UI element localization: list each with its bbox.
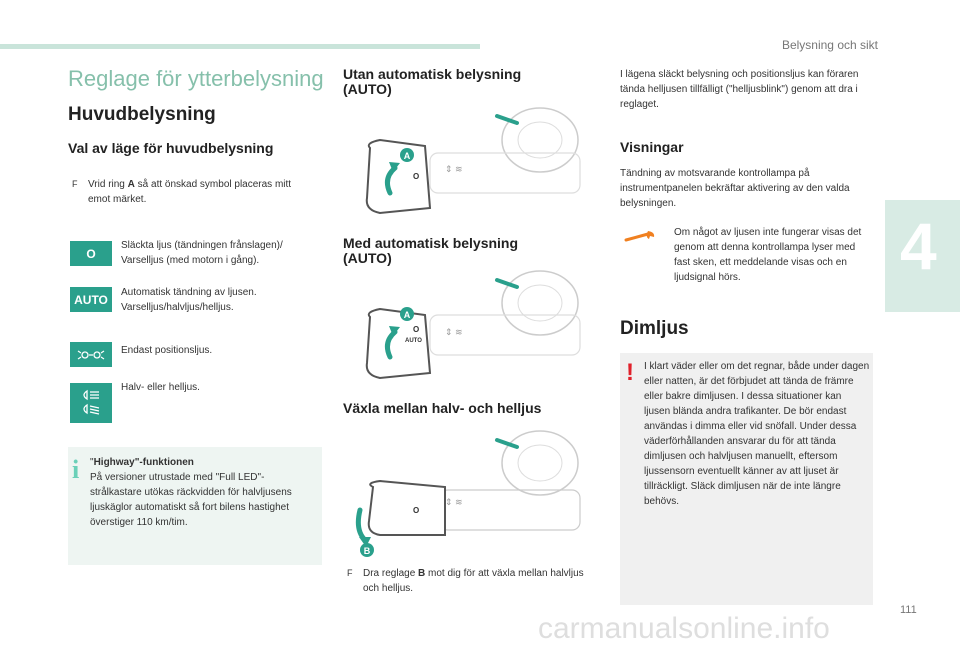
position-lights-icon — [70, 342, 112, 367]
instruction-text-end: så att önskad symbol placeras mitt emot … — [88, 179, 292, 205]
chapter-tab — [885, 200, 960, 312]
off-mode-icon: O — [70, 241, 112, 266]
heading-val-av-lage: Val av läge för huvudbelysning — [68, 140, 274, 156]
wrench-icon — [624, 231, 655, 242]
section-name: Belysning och sikt — [781, 38, 878, 52]
dimljus-paragraph: I klart väder eller om det regnar, både … — [644, 361, 870, 507]
lever-o-label: O — [413, 172, 419, 181]
mode-off-text: Släckta ljus (tändningen frånslagen)/ Va… — [121, 240, 283, 266]
lever-figure-switch: B O ⇕ ≋ — [355, 430, 581, 557]
page-title: Reglage för ytterbelysning — [68, 66, 324, 91]
svg-text:⇕ ≋: ⇕ ≋ — [445, 327, 463, 337]
lever-figure-manual: A O ⇕ ≋ — [365, 107, 581, 215]
switch-instruction: F Dra reglage B mot dig för att växla me… — [347, 566, 592, 596]
label-b: B — [364, 546, 371, 556]
info-icon: i — [72, 455, 80, 484]
switch-text-end: mot dig för att växla mellan halvljus oc… — [363, 568, 584, 594]
svg-text:⇕ ≋: ⇕ ≋ — [445, 497, 463, 507]
mode-position-text: Endast positionsljus. — [121, 345, 213, 356]
warning-paragraph: Om något av ljusen inte fungerar visas d… — [674, 227, 862, 283]
heading-visningar: Visningar — [620, 139, 684, 155]
watermark: carmanualsonline.info — [538, 612, 830, 645]
heading-dimljus: Dimljus — [620, 318, 689, 339]
heading-utan-auto: Utan automatisk belysning (AUTO) — [343, 66, 522, 97]
chapter-number: 4 — [900, 209, 937, 283]
bullet-marker: F — [72, 179, 78, 189]
highway-info-box: i "Highway"-funktionen På versioner utru… — [68, 447, 322, 565]
lever-o-label-2: O — [413, 325, 419, 334]
dimljus-warning-box: ! I klart väder eller om det regnar, båd… — [620, 353, 873, 605]
heading-huvudbelysning: Huvudbelysning — [68, 104, 216, 125]
mode-headlights-text: Halv- eller helljus. — [121, 382, 200, 393]
mode-auto-text: Automatisk tändning av ljusen. Varsellju… — [121, 287, 257, 313]
instruction-ref: A — [127, 179, 135, 190]
bullet-marker-2: F — [347, 568, 353, 578]
headlights-icon — [70, 383, 112, 423]
svg-text:⇕ ≋: ⇕ ≋ — [445, 164, 463, 174]
info-title: "Highway"-funktionen — [90, 457, 194, 468]
auto-mode-icon: AUTO — [70, 287, 112, 312]
exclamation-icon: ! — [626, 359, 634, 386]
label-a: A — [404, 151, 411, 161]
heading-med-auto: Med automatisk belysning (AUTO) — [343, 235, 519, 266]
label-a-2: A — [404, 310, 411, 320]
lever-auto-label: AUTO — [405, 338, 422, 344]
instruction-paragraph: F Vrid ring A så att önskad symbol place… — [72, 177, 312, 207]
heading-vaxla: Växla mellan halv- och helljus — [343, 400, 542, 416]
header-bar — [0, 44, 480, 49]
visningar-paragraph: Tändning av motsvarande kontrollampa på … — [620, 168, 850, 209]
lever-figure-auto: A O AUTO ⇕ ≋ — [365, 270, 581, 380]
instruction-text: Vrid ring — [88, 179, 128, 190]
page-number: 111 — [900, 604, 917, 616]
info-text: På versioner utrustade med "Full LED"-st… — [90, 472, 292, 528]
lever-o-label-3: O — [413, 506, 419, 515]
intro-paragraph: I lägena släckt belysning och positionsl… — [620, 69, 859, 110]
switch-text: Dra reglage — [363, 568, 419, 579]
switch-ref: B — [418, 568, 426, 579]
